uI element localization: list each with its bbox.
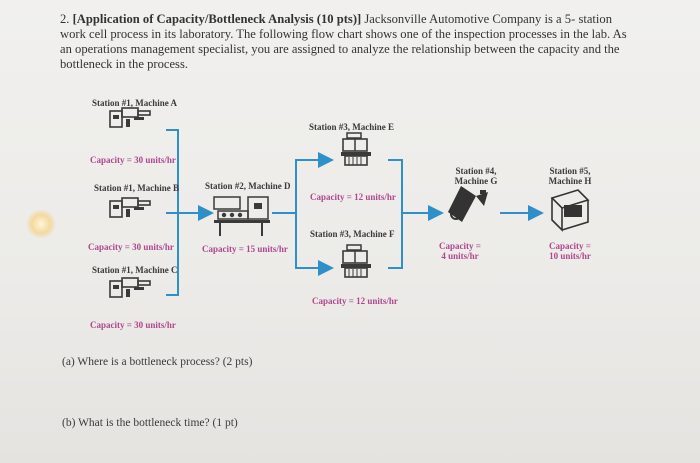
question-title: [Application of Capacity/Bottleneck Anal…: [72, 12, 365, 26]
question-text: 2. [Application of Capacity/Bottleneck A…: [60, 12, 632, 72]
station-3f-label: Station #3, Machine F: [310, 229, 395, 239]
subquestion-a: (a) Where is a bottleneck process? (2 pt…: [62, 356, 253, 368]
station-1b-label: Station #1, Machine B: [94, 183, 180, 193]
subquestion-b: (b) What is the bottleneck time? (1 pt): [62, 417, 238, 429]
station-4g-capacity: Capacity = 4 units/hr: [430, 241, 490, 261]
machine-c-icon: [109, 277, 151, 298]
question-line-1: Jacksonville Automotive Company is a 5-: [364, 12, 579, 26]
machine-g-icon: [448, 186, 488, 222]
machine-d-icon: [213, 196, 270, 236]
question-number: 2.: [60, 12, 73, 26]
question-line-4: the capacity and the bottleneck in the p…: [60, 42, 620, 71]
station-5h-capacity-line1: Capacity =: [549, 241, 591, 251]
light-glare: [26, 210, 56, 238]
station-2d-label: Station #2, Machine D: [205, 181, 291, 191]
station-2d-capacity: Capacity = 15 units/hr: [202, 244, 288, 254]
machine-b-icon: [109, 197, 151, 218]
station-1a-label: Station #1, Machine A: [92, 98, 178, 108]
machine-h-icon: [550, 189, 590, 232]
station-4g-capacity-line1: Capacity =: [439, 241, 481, 251]
station-5h-capacity-line2: 10 units/hr: [549, 251, 591, 261]
station-5h-label-line1: Station #5,: [549, 166, 591, 176]
station-1a-capacity: Capacity = 30 units/hr: [90, 155, 176, 165]
station-3f-capacity: Capacity = 12 units/hr: [312, 296, 398, 306]
station-5h-capacity: Capacity = 10 units/hr: [536, 241, 604, 261]
station-4g-label-line2: Machine G: [454, 176, 498, 186]
station-5h-label-line2: Machine H: [548, 176, 592, 186]
question-line-3: in the lab. As an operations management …: [60, 27, 627, 56]
station-4g-capacity-line2: 4 units/hr: [441, 251, 479, 261]
station-1b-capacity: Capacity = 30 units/hr: [88, 242, 174, 252]
machine-a-icon: [109, 107, 151, 128]
question-line-2: station work cell process in its laborat…: [60, 12, 613, 41]
machine-f-icon: [340, 244, 372, 278]
station-1c-label: Station #1, Machine C: [92, 265, 178, 275]
station-4g-label-line1: Station #4,: [455, 166, 497, 176]
station-1c-capacity: Capacity = 30 units/hr: [90, 320, 176, 330]
flow-arrows: [166, 129, 544, 296]
station-3e-capacity: Capacity = 12 units/hr: [310, 192, 396, 202]
station-4g-label: Station #4, Machine G: [436, 166, 516, 186]
station-3e-label: Station #3, Machine E: [309, 122, 395, 132]
machine-e-icon: [340, 132, 372, 166]
station-5h-label: Station #5, Machine H: [534, 166, 606, 186]
